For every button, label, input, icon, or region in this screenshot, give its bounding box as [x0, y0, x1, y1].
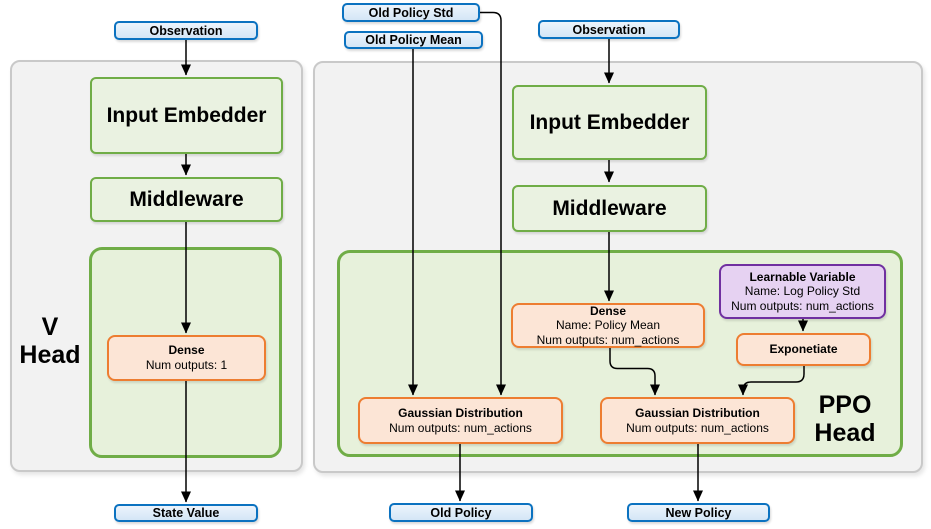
gaussian-distribution-old-node: Gaussian Distribution Num outputs: num_a…	[358, 397, 563, 444]
exponetiate-label: Exponetiate	[769, 342, 838, 356]
v-head-label: V Head	[10, 313, 90, 369]
ppo-dense-detail1: Name: Policy Mean	[555, 318, 661, 333]
new-policy-output-node: New Policy	[627, 503, 770, 522]
v-observation-node: Observation	[114, 21, 258, 40]
learnable-variable-detail2: Num outputs: num_actions	[731, 298, 874, 313]
ppo-input-embedder-node: Input Embedder	[512, 85, 707, 160]
learnable-variable-node: Learnable Variable Name: Log Policy Std …	[719, 264, 886, 319]
new-policy-output-label: New Policy	[665, 505, 732, 520]
v-head-label-line2: Head	[19, 341, 81, 369]
v-dense-title: Dense	[168, 343, 205, 357]
exponetiate-node: Exponetiate	[736, 333, 871, 366]
v-observation-label: Observation	[149, 23, 223, 38]
v-head-label-line1: V	[41, 313, 59, 341]
old-policy-output-node: Old Policy	[389, 503, 533, 522]
v-dense-node: Dense Num outputs: 1	[107, 335, 266, 381]
gaussian-new-detail: Num outputs: num_actions	[626, 420, 769, 435]
ppo-dense-node: Dense Name: Policy Mean Num outputs: num…	[511, 303, 705, 348]
v-dense-detail: Num outputs: 1	[145, 358, 228, 372]
old-policy-std-label: Old Policy Std	[368, 5, 454, 20]
learnable-variable-detail1: Name: Log Policy Std	[744, 284, 861, 299]
ppo-head-label-line1: PPO	[818, 391, 872, 419]
gaussian-old-detail: Num outputs: num_actions	[389, 420, 532, 435]
ppo-middleware-node: Middleware	[512, 185, 707, 232]
v-middleware-node: Middleware	[90, 177, 283, 222]
gaussian-old-title: Gaussian Distribution	[398, 405, 523, 420]
ppo-dense-title: Dense	[589, 303, 627, 318]
ppo-observation-label: Observation	[572, 22, 646, 37]
ppo-head-label: PPO Head	[799, 391, 891, 447]
learnable-variable-title: Learnable Variable	[749, 269, 856, 284]
gaussian-new-title: Gaussian Distribution	[635, 405, 760, 420]
v-input-embedder-label: Input Embedder	[106, 103, 267, 127]
v-middleware-label: Middleware	[129, 187, 244, 211]
old-policy-mean-node: Old Policy Mean	[344, 31, 483, 49]
gaussian-distribution-new-node: Gaussian Distribution Num outputs: num_a…	[600, 397, 795, 444]
old-policy-output-label: Old Policy	[430, 505, 492, 520]
ppo-dense-detail2: Num outputs: num_actions	[536, 332, 680, 347]
v-input-embedder-node: Input Embedder	[90, 77, 283, 154]
ppo-observation-node: Observation	[538, 20, 680, 39]
ppo-middleware-label: Middleware	[552, 196, 667, 220]
old-policy-mean-label: Old Policy Mean	[365, 33, 462, 47]
state-value-node: State Value	[114, 504, 258, 522]
ppo-input-embedder-label: Input Embedder	[529, 110, 690, 134]
old-policy-std-node: Old Policy Std	[342, 3, 480, 22]
state-value-label: State Value	[152, 506, 220, 520]
ppo-head-label-line2: Head	[814, 419, 876, 447]
